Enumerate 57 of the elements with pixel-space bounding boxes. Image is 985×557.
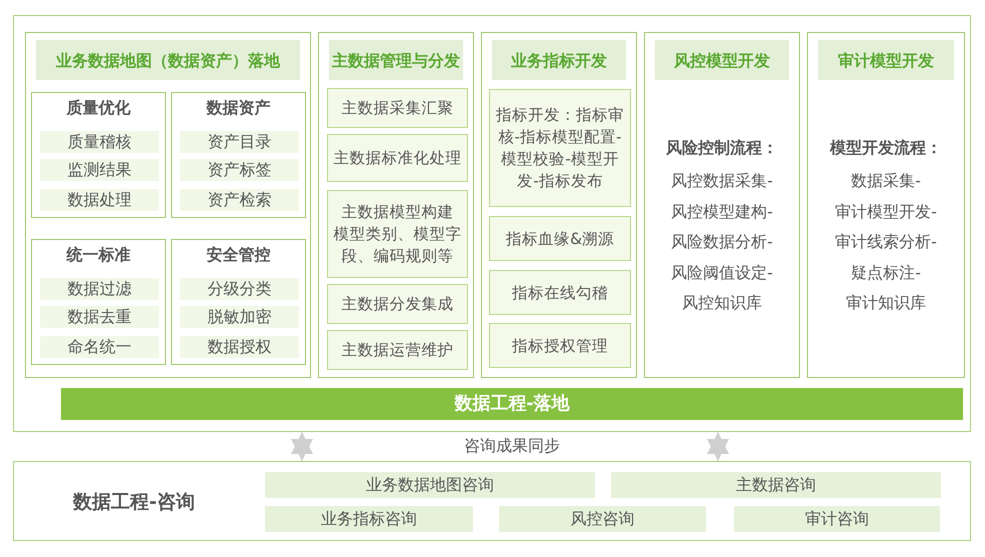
item-label: 风控咨询 [499, 506, 706, 532]
function-box: 主数据分发集成 [327, 284, 468, 324]
category-title: 统一标准 [65, 245, 132, 266]
column-panel [644, 32, 800, 378]
column-panel [318, 32, 474, 378]
item-label: 命名统一 [40, 336, 159, 358]
item-label: 资产目录 [180, 131, 299, 153]
category-title: 安全管控 [206, 245, 272, 266]
item-label: 资产检索 [180, 189, 299, 211]
process-heading: 模型开发流程： [828, 138, 943, 159]
function-box: 主数据运营维护 [327, 330, 468, 370]
function-box: 指标开发：指标审核-指标模型配置-模型校验-模型开发-指标发布 [489, 89, 631, 207]
function-box: 主数据标准化处理 [327, 134, 468, 182]
item-label: 质量稽核 [40, 131, 159, 153]
process-steps: 数据采集-审计模型开发-审计线索分析-疑点标注-审计知识库 [808, 166, 964, 318]
column-panel [481, 32, 637, 378]
column-panel [25, 32, 311, 378]
process-steps: 风控数据采集-风控模型建构-风险数据分析-风险阈值设定-风控知识库 [645, 166, 799, 318]
sync-note: 咨询成果同步 [463, 436, 561, 457]
item-label: 主数据咨询 [611, 472, 941, 498]
outer-panel [13, 15, 971, 432]
item-label: 数据授权 [180, 336, 299, 358]
process-heading: 风险控制流程： [665, 138, 779, 159]
item-label: 数据过滤 [40, 278, 159, 300]
item-label: 数据去重 [40, 306, 159, 328]
function-box [327, 190, 468, 278]
category-box [171, 239, 306, 365]
banner-bar: 数据工程-落地 [61, 388, 963, 420]
column-heading: 业务数据地图（数据资产）落地 [36, 40, 300, 80]
item-label: 脱敏加密 [180, 306, 299, 328]
column-panel [807, 32, 965, 378]
item-label: 审计咨询 [734, 506, 940, 532]
function-box: 指标在线勾稽 [489, 270, 631, 315]
item-label: 业务数据地图咨询 [265, 472, 595, 498]
sync-arrow [291, 432, 313, 461]
item-label: 监测结果 [40, 158, 159, 180]
item-text: 模型类别、模型字段、编码规则等 [332, 224, 462, 267]
item-text: 主数据模型构建 [340, 202, 454, 223]
column-heading: 风控模型开发 [655, 40, 789, 80]
function-box: 主数据采集汇聚 [327, 88, 468, 128]
item-label: 资产标签 [180, 158, 299, 180]
column-heading: 主数据管理与分发 [329, 40, 463, 80]
column-heading: 审计模型开发 [818, 40, 954, 80]
column-heading: 业务指标开发 [492, 40, 626, 80]
item-label: 数据处理 [40, 189, 159, 211]
panel-title: 数据工程-咨询 [72, 490, 196, 515]
category-box [31, 92, 166, 218]
item-label: 分级分类 [180, 278, 299, 300]
function-box: 指标血缘&溯源 [489, 216, 631, 261]
sync-arrow [707, 432, 729, 461]
function-box: 指标授权管理 [489, 323, 631, 368]
category-title: 质量优化 [65, 98, 132, 119]
category-title: 数据资产 [205, 98, 272, 119]
category-box [31, 239, 166, 365]
item-label: 业务指标咨询 [265, 506, 473, 532]
consulting-panel [13, 461, 971, 541]
category-box [171, 92, 306, 218]
